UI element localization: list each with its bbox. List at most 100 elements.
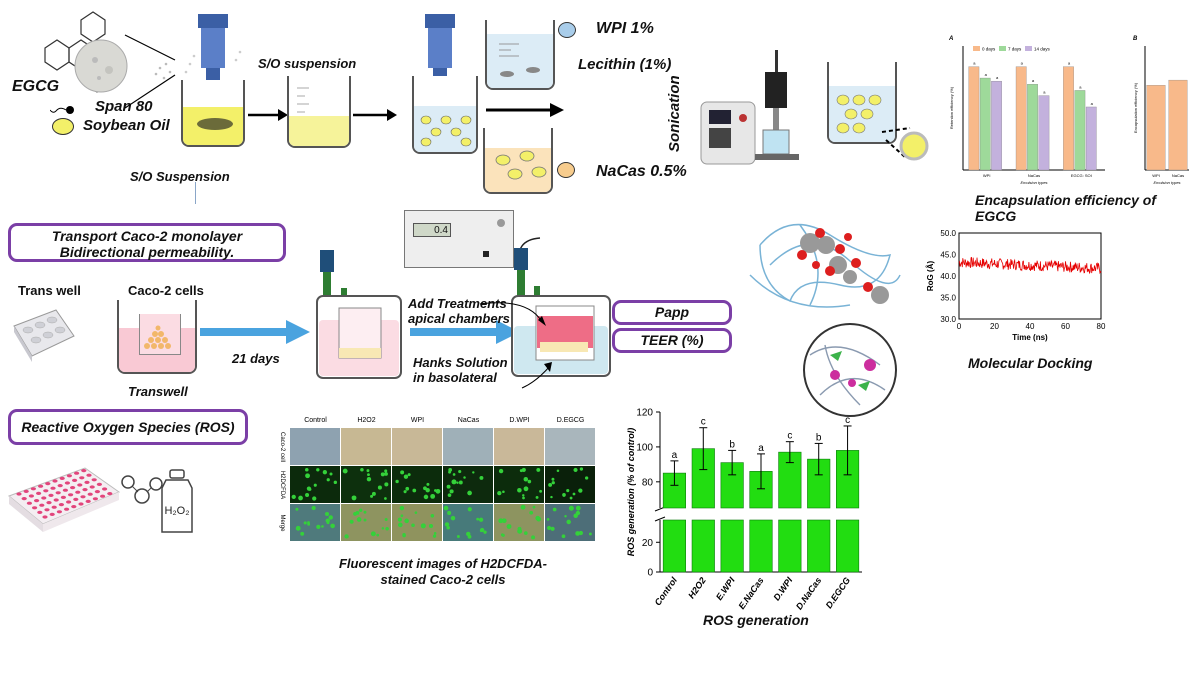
panel-a-xlabel: Emulsion types [1020,180,1047,185]
fluor-cell [321,525,324,528]
fluor-cell [370,531,376,537]
x-tick-label: 0 [957,322,962,331]
significance-letter: c [845,415,850,426]
fluor-cell [420,523,426,529]
papp-box: Papp [612,300,732,325]
significance-letter: c [701,417,706,428]
fluor-cell [569,496,573,500]
fluor-cell [522,494,525,497]
bar [968,66,980,171]
fluor-cell [447,493,452,497]
well [43,489,49,493]
well [46,501,52,505]
fluor-cell [423,486,427,491]
fluor-cell [575,531,580,536]
fluor-cell [397,522,403,528]
fluor-cell [575,510,581,516]
fluor-cell [324,511,330,517]
x-tick-label: Control [653,575,680,607]
bar-lower [836,519,860,573]
fluor-cell [517,487,522,493]
well [39,503,45,507]
fluor-cell [303,521,307,525]
beaker-nacas [483,128,553,194]
fluor-cell [322,470,328,475]
well [16,492,22,496]
bar-letter: a [973,61,976,66]
fluor-cell [403,490,407,494]
fluor-cell [360,468,364,472]
column-header: H2O2 [357,417,375,424]
well [100,494,106,498]
so-suspension-top-label: S/O suspension [258,56,357,71]
teer-meter: 0.4 [404,210,514,268]
fluor-cell [456,481,459,484]
well [49,512,55,516]
days21-label: 21 days [232,351,280,366]
well [55,491,61,495]
ros-title-box: Reactive Oxygen Species (ROS) [8,409,248,445]
fluor-cell [552,507,557,512]
fluor-cell [467,490,472,496]
fluor-cell [433,532,437,535]
bar-letter: a [1021,61,1024,66]
well [86,473,92,477]
well [60,495,66,499]
fluor-cell [450,515,456,521]
ros-caption: ROS generation [703,612,809,628]
fluor-cell [480,527,485,533]
fluor-cell [316,524,321,530]
wpi-droplet-icon [558,22,576,38]
fluor-cell [397,517,402,522]
y-tick-label: 50.0 [940,229,956,238]
fluor-cell [384,497,387,500]
fluor-cell [452,473,456,476]
fluor-cell [479,475,484,480]
fluor-cell [561,534,566,539]
y-tick-label: 20 [642,538,654,549]
bar [1168,79,1188,171]
bar-letter: a [1079,84,1082,89]
fluor-panel [392,428,442,465]
fluor-cell [572,492,576,496]
well [80,495,86,499]
well [92,497,98,501]
fluor-cell [578,530,584,536]
teer-box: TEER (%) [612,328,732,353]
y-tick-label: 40.0 [940,272,956,281]
fluor-cell [472,471,475,474]
fluor-cell [426,482,430,486]
bar [1085,106,1097,171]
fluor-cell [400,514,404,518]
fluor-cell [566,519,571,525]
fluor-cell [446,526,450,530]
panel-b-xlabel: Emulsion types [1153,180,1180,185]
fluor-caption: Fluorescent images of H2DCFDA- stained C… [328,556,558,588]
fluor-panel [341,504,391,541]
bar-letter: a [1032,78,1035,83]
h2o2-bottle-icon: H₂O₂ [121,469,193,533]
fluor-panel [545,466,595,503]
fluor-cell [432,534,437,538]
well [37,510,43,514]
fluor-cell [566,489,570,493]
fluor-cell [579,467,584,471]
encapsulation-caption: Encapsulation efficiency of EGCG [975,192,1157,224]
fluor-cell [527,479,532,484]
bar-lower [778,519,802,573]
nacas-droplet-icon [557,162,575,178]
fluor-panel [443,466,493,503]
fluor-caption-line1: Fluorescent images of H2DCFDA- [338,556,548,571]
fluor-cell [535,495,539,499]
fluor-cell [305,493,310,498]
sonicator-device-icon [700,50,799,165]
significance-letter: b [729,439,735,450]
well [21,497,27,501]
significance-letter: c [787,431,792,442]
beaker-final-emulsion [827,62,897,144]
callout-arrows [479,302,552,389]
arrow-21days [200,320,310,344]
